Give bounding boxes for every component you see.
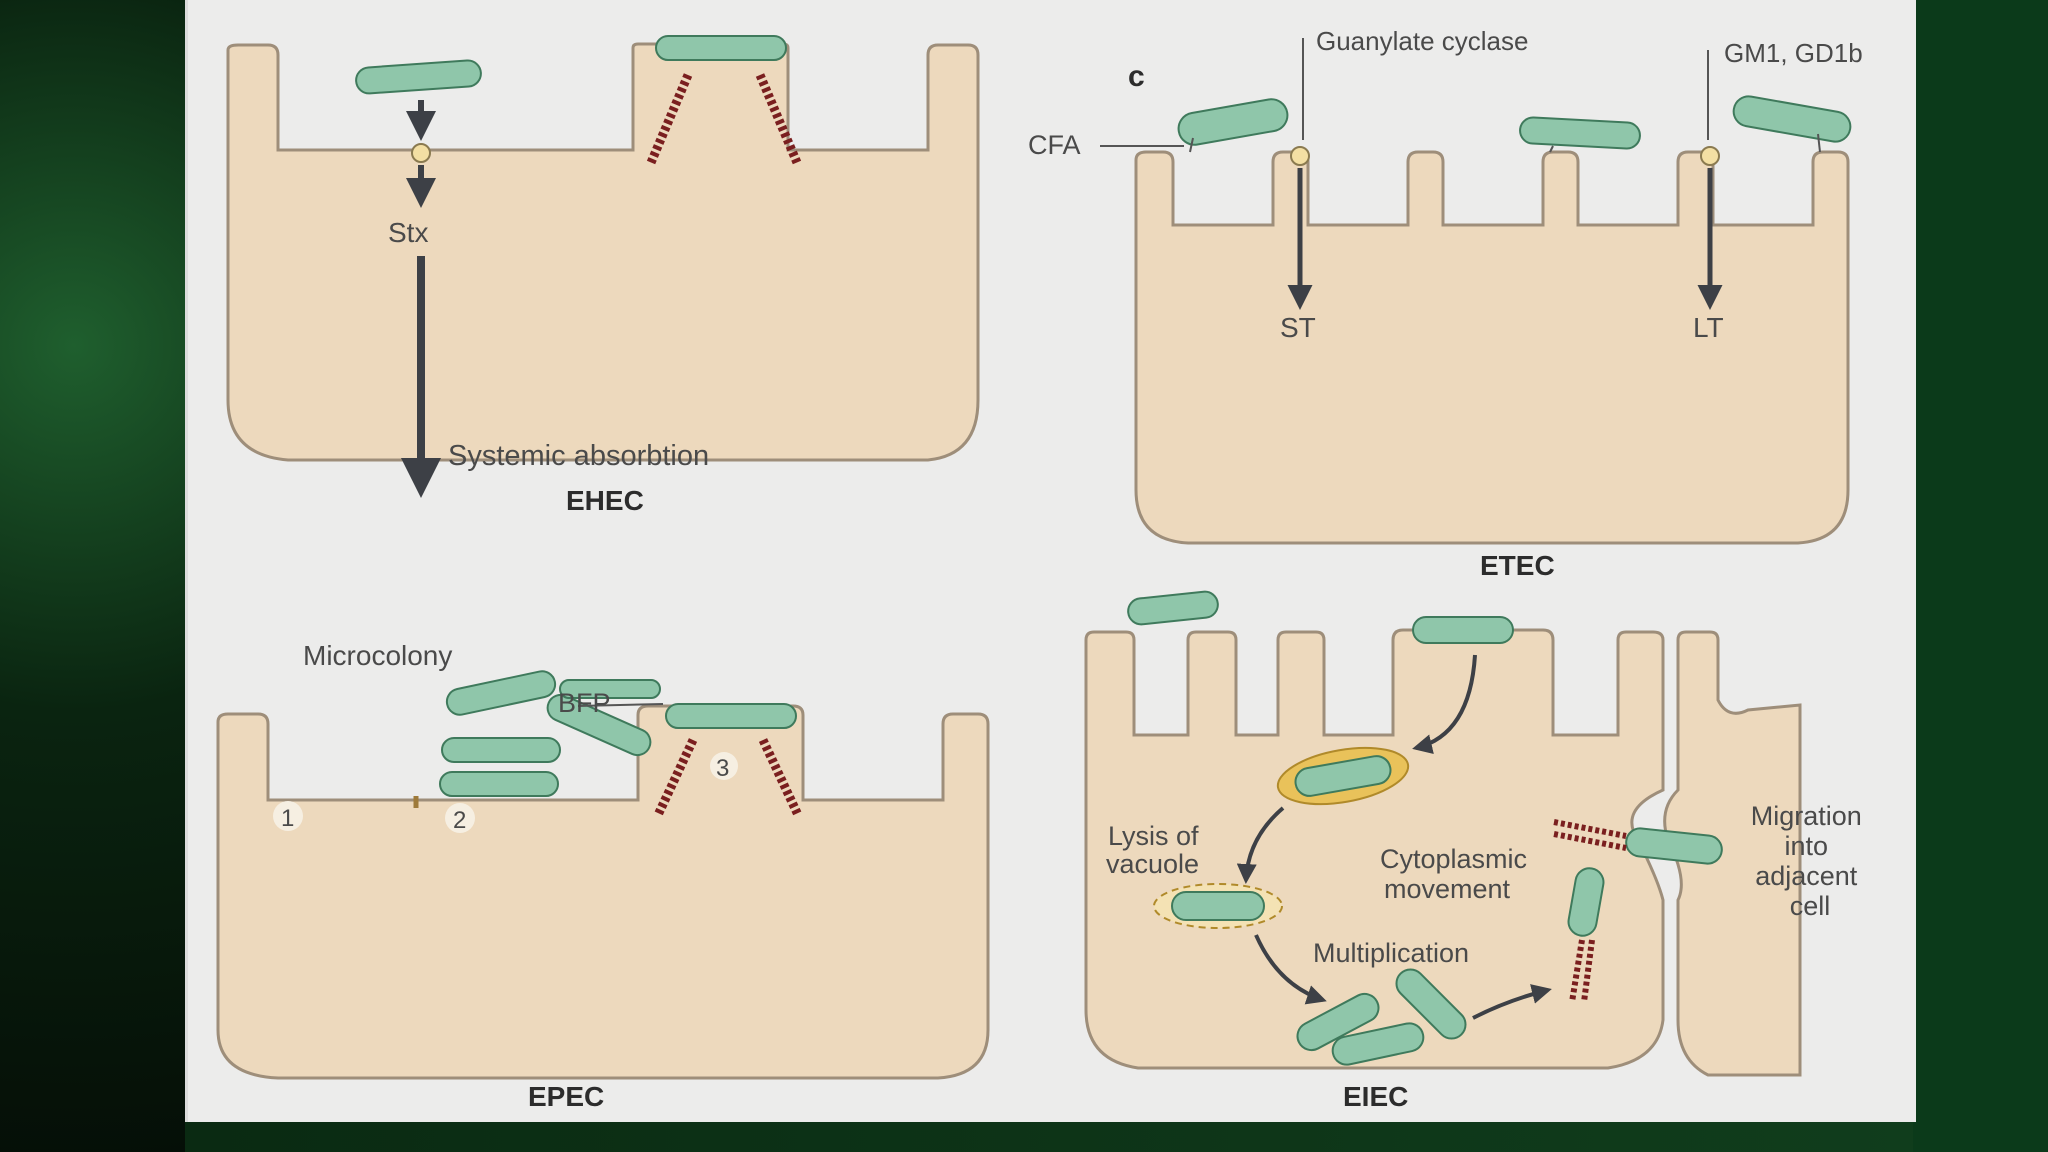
actin-tail-horizontal — [1553, 819, 1723, 865]
bacterium — [1294, 755, 1392, 797]
lt-label: LT — [1693, 312, 1724, 343]
bacterium — [1732, 95, 1852, 143]
ehec-cell — [226, 42, 980, 462]
lysis-of-vacuole-label: Lysis of vacuole — [1106, 821, 1206, 879]
bacterium — [1177, 98, 1289, 146]
bacterium — [1171, 891, 1265, 921]
multiplication-label: Multiplication — [1313, 938, 1469, 968]
gm1-gd1b-label: GM1, GD1b — [1724, 38, 1863, 68]
cfa-pilus — [1189, 137, 1194, 153]
bacterium — [1412, 616, 1514, 644]
epec-title: EPEC — [528, 1081, 604, 1112]
figure-panel: Stx Systemic absorbtion EHEC c CFA Guany… — [185, 0, 1916, 1122]
bacterium — [546, 693, 652, 757]
guanylate-cyclase-label: Guanylate cyclase — [1316, 26, 1528, 56]
receptor — [1290, 146, 1310, 166]
eiec-panel: Lysis of vacuole Cytoplasmic movement Mu… — [1084, 590, 1870, 1112]
actin-tail-vertical — [1567, 867, 1605, 1003]
stx-label: Stx — [388, 217, 428, 248]
step-badge-3 — [710, 752, 738, 780]
migration-label: Migration into adjacent cell — [1751, 801, 1870, 921]
decorative-left-background — [0, 0, 185, 1152]
decorative-bottom-strip — [185, 1122, 1913, 1152]
step-badge-2 — [445, 803, 475, 833]
cfa-label: CFA — [1028, 130, 1081, 160]
cfa-pilus — [1817, 133, 1821, 153]
actin-tail — [1569, 939, 1585, 1003]
bacterium — [355, 59, 482, 95]
cfa-pilus — [1549, 145, 1554, 153]
ehec-title: EHEC — [566, 485, 644, 516]
bfp-label: BFP — [558, 688, 611, 718]
microcolony-label: Microcolony — [303, 640, 452, 671]
actin-tail — [1553, 819, 1627, 839]
eiec-cell — [1084, 628, 1665, 1070]
eiec-title: EIEC — [1343, 1081, 1408, 1112]
bacterium — [1567, 867, 1605, 937]
microcolony — [439, 670, 661, 797]
arrow — [1412, 654, 1477, 754]
bacterium — [655, 35, 787, 61]
bacterium — [665, 703, 797, 729]
step-badge-1 — [273, 801, 303, 831]
epec-panel: 3 Microcolony BFP 1 2 EPEC — [216, 640, 990, 1112]
arrow — [1472, 984, 1552, 1020]
bacterium — [1127, 590, 1219, 626]
systemic-absorbtion-label: Systemic absorbtion — [448, 440, 709, 472]
bacterium — [445, 670, 557, 716]
etec-cell — [1134, 150, 1850, 545]
step-3-label: 3 — [716, 755, 729, 782]
actin-tail — [1581, 939, 1595, 1003]
cytoplasmic-movement-label: Cytoplasmic movement — [1380, 844, 1535, 904]
ehec-panel: Stx Systemic absorbtion EHEC — [226, 35, 980, 516]
arrow — [1236, 806, 1285, 884]
step-2-label: 2 — [453, 807, 466, 834]
receptor — [1700, 146, 1720, 166]
receptor — [411, 143, 431, 163]
bacterium — [441, 737, 561, 763]
bacterium — [1395, 968, 1467, 1040]
bacterium — [559, 679, 661, 699]
bacterium — [439, 771, 559, 797]
actin-pedestal-right — [755, 73, 803, 167]
etec-panel: c CFA Guanylate cyclase ST GM1, GD1b LT … — [1028, 26, 1863, 581]
bacterium — [1625, 827, 1723, 865]
bacterium — [1296, 992, 1380, 1052]
bacterium — [1519, 116, 1641, 150]
epec-cell — [216, 704, 990, 1080]
panel-letter-c: c — [1128, 60, 1145, 93]
step-1-label: 1 — [281, 805, 294, 832]
etec-title: ETEC — [1480, 550, 1555, 581]
actin-tail — [1553, 831, 1627, 851]
pathogenesis-diagram: Stx Systemic absorbtion EHEC c CFA Guany… — [216, 26, 1870, 1112]
bacterium — [1331, 1022, 1425, 1066]
bfp-leader — [577, 703, 664, 707]
decorative-right-background — [1913, 0, 2048, 1152]
arrow — [1254, 934, 1327, 1005]
st-label: ST — [1280, 312, 1316, 343]
actin-pedestal-left — [645, 73, 693, 167]
